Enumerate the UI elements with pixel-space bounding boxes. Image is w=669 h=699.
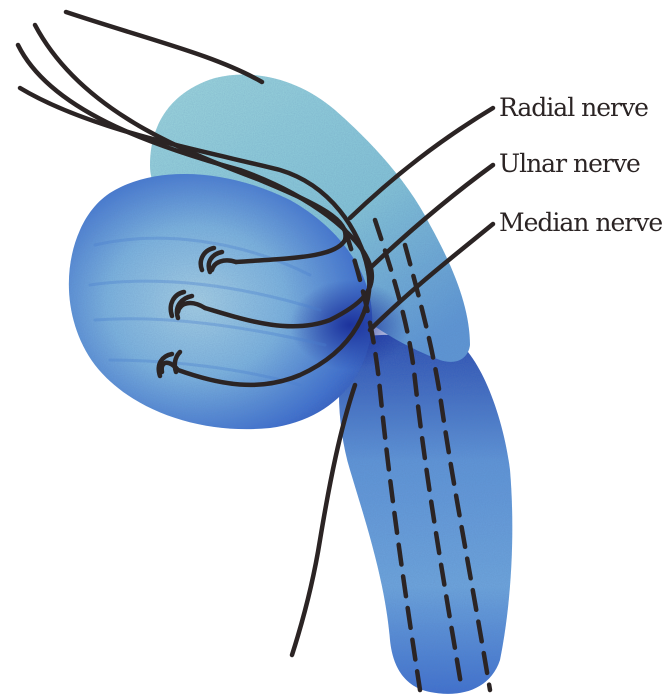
radial-nerve-label: Radial nerve bbox=[499, 95, 648, 120]
descending-strand bbox=[292, 385, 355, 655]
median-nerve-label: Median nerve bbox=[499, 210, 662, 235]
ulnar-nerve-label: Ulnar nerve bbox=[499, 151, 640, 176]
nerve-strand-top bbox=[66, 12, 262, 82]
lower-segment bbox=[339, 335, 512, 694]
